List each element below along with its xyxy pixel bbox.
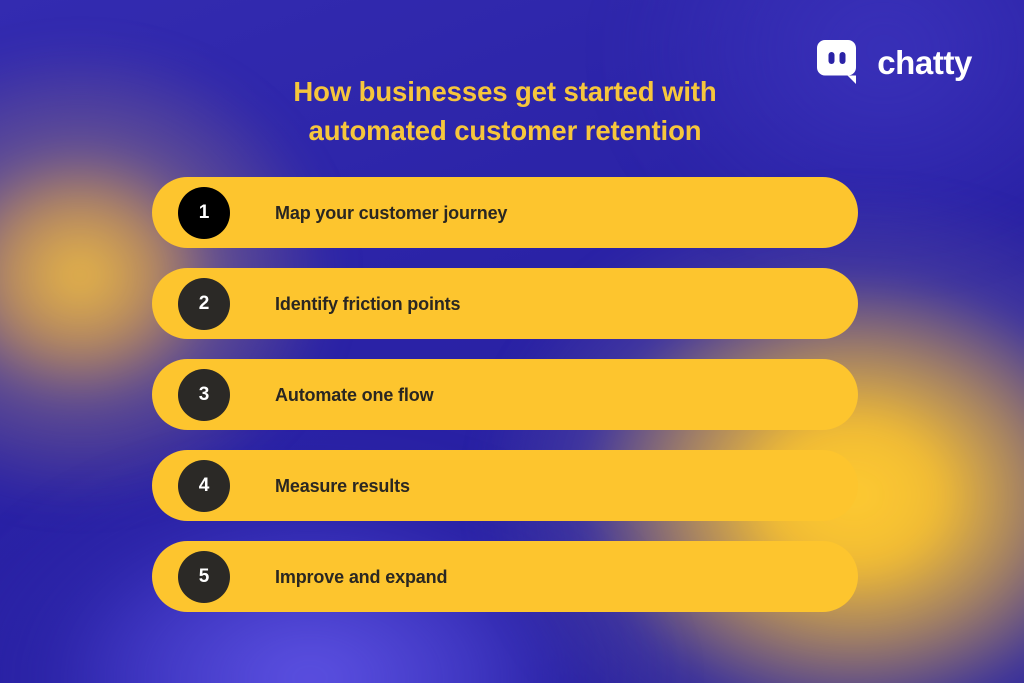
- step-number-badge: 5: [178, 550, 230, 603]
- list-item[interactable]: 1 Map your customer journey: [152, 177, 858, 248]
- step-label: Map your customer journey: [275, 202, 508, 223]
- brand-logo[interactable]: chatty: [817, 40, 972, 84]
- list-item[interactable]: 4 Measure results: [152, 450, 858, 521]
- step-number-badge: 3: [178, 368, 230, 421]
- speech-bubble-icon: [817, 40, 863, 84]
- step-number-badge: 4: [178, 459, 230, 512]
- step-number-badge: 1: [178, 186, 230, 239]
- step-label: Improve and expand: [275, 566, 448, 587]
- list-item[interactable]: 3 Automate one flow: [152, 359, 858, 430]
- step-label: Identify friction points: [275, 293, 461, 314]
- step-label: Measure results: [275, 475, 410, 496]
- step-label: Automate one flow: [275, 384, 434, 405]
- step-number-badge: 2: [178, 277, 230, 330]
- page-title-line-2: automated customer retention: [308, 115, 702, 147]
- list-item[interactable]: 2 Identify friction points: [152, 268, 858, 339]
- brand-wordmark: chatty: [877, 43, 972, 81]
- list-item[interactable]: 5 Improve and expand: [152, 541, 858, 612]
- steps-list: 1 Map your customer journey 2 Identify f…: [152, 177, 858, 612]
